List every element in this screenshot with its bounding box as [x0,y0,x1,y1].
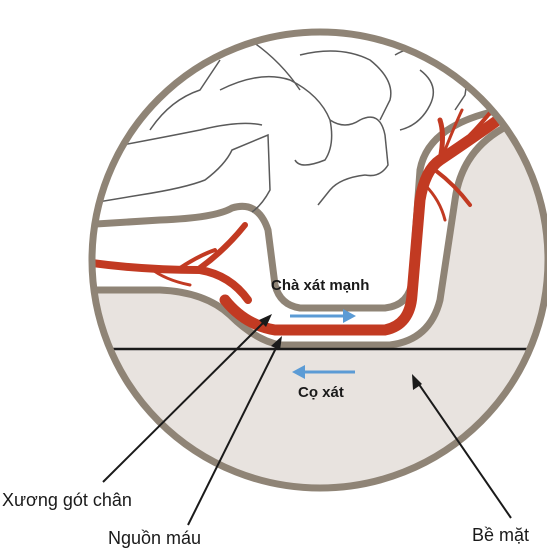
strong-friction-label: Chà xát mạnh [271,277,369,294]
blood-supply-label: Nguồn máu [108,528,201,548]
heel-bone-label: Xương gót chân [2,490,132,510]
surface-label: Bề mặt [472,525,529,545]
friction-label: Cọ xát [298,384,344,401]
